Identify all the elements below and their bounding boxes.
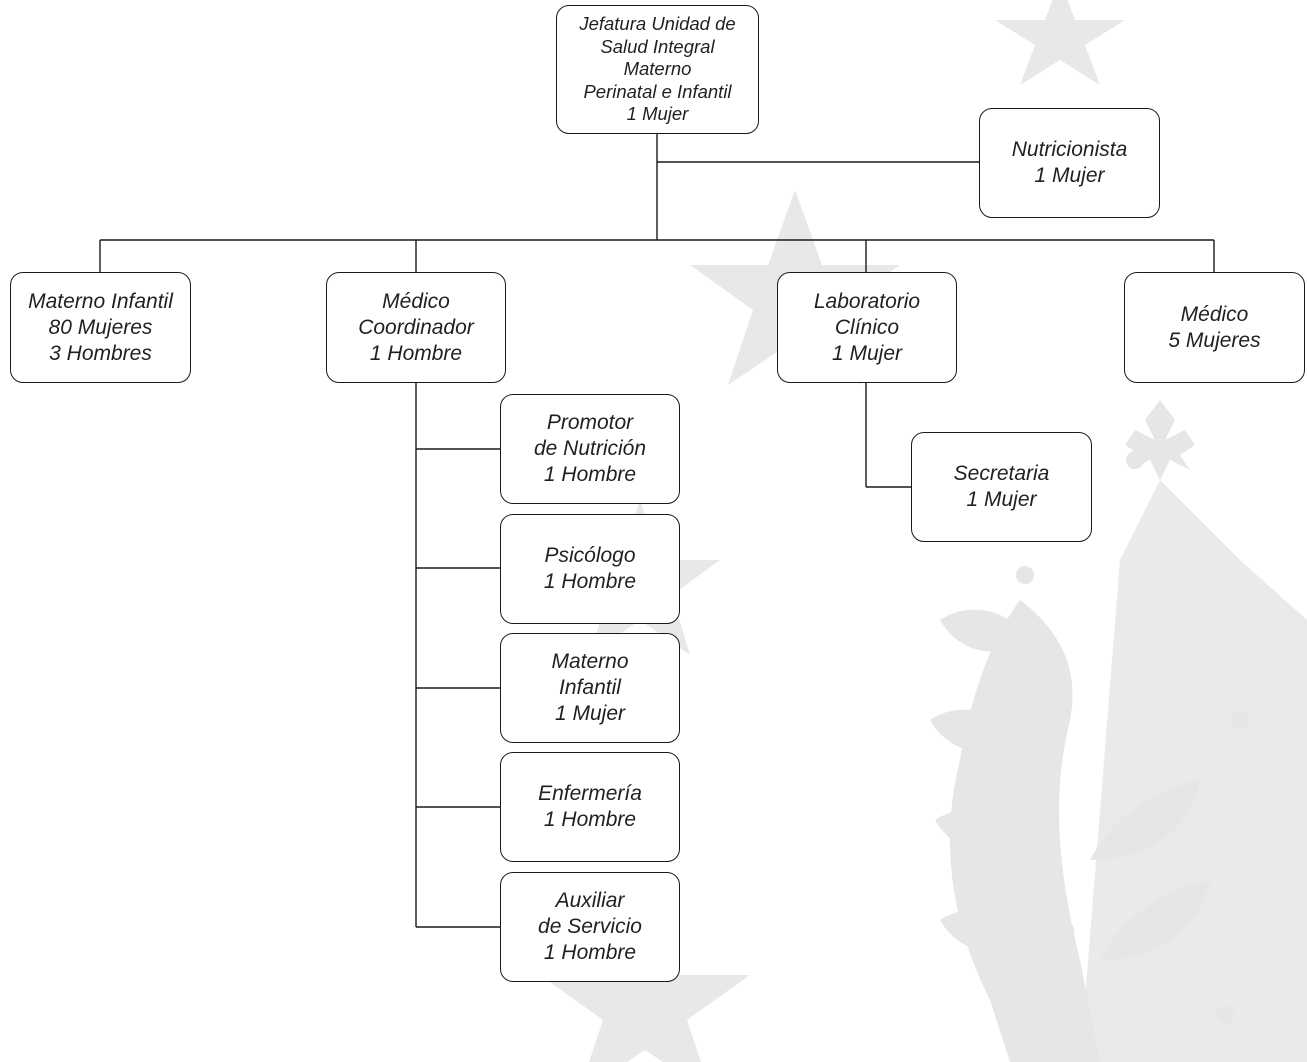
node-title: Secretaria <box>953 462 1050 485</box>
node-title: Psicólogo <box>544 544 636 567</box>
node-title: Laboratorio Clínico <box>813 289 921 339</box>
node-promotor-nutricion: Promotor de Nutrición 1 Hombre <box>500 394 680 504</box>
node-count: 1 Mujer <box>831 341 903 365</box>
node-count: 1 Hombre <box>543 941 637 964</box>
node-count: 1 Mujer <box>554 702 626 725</box>
node-title: Nutricionista <box>1011 138 1128 161</box>
node-title: Médico <box>1180 302 1249 326</box>
node-count: 1 Mujer <box>1034 164 1105 187</box>
node-title: Médico Coordinador <box>358 289 474 339</box>
node-title: Enfermería <box>538 782 642 805</box>
node-count: 1 Hombre <box>543 808 637 831</box>
node-count: 5 Mujeres <box>1168 328 1261 352</box>
node-count: 1 Mujer <box>626 103 689 125</box>
coat-of-arms-watermark-icon <box>930 400 1307 1062</box>
node-count: 1 Hombre <box>543 570 637 593</box>
node-title: Promotor de Nutrición <box>533 411 647 460</box>
node-auxiliar-servicio: Auxiliar de Servicio 1 Hombre <box>500 872 680 982</box>
watermark-star-top-icon <box>995 0 1125 85</box>
node-materno-infantil: Materno Infantil 80 Mujeres 3 Hombres <box>10 272 191 383</box>
node-title: Materno Infantil <box>551 650 629 699</box>
node-secretaria: Secretaria 1 Mujer <box>911 432 1092 542</box>
node-title: Jefatura Unidad de Salud Integral Matern… <box>579 13 736 102</box>
node-title: Materno Infantil <box>28 289 173 313</box>
node-psicologo: Psicólogo 1 Hombre <box>500 514 680 624</box>
node-count: 80 Mujeres 3 Hombres <box>48 315 153 365</box>
node-title: Auxiliar de Servicio <box>538 889 642 938</box>
node-count: 1 Mujer <box>966 488 1037 511</box>
node-medico: Médico 5 Mujeres <box>1124 272 1305 383</box>
node-materno-infantil-sub: Materno Infantil 1 Mujer <box>500 633 680 743</box>
node-laboratorio-clinico: Laboratorio Clínico 1 Mujer <box>777 272 957 383</box>
node-nutricionista: Nutricionista 1 Mujer <box>979 108 1160 218</box>
node-count: 1 Hombre <box>369 341 463 365</box>
node-medico-coordinador: Médico Coordinador 1 Hombre <box>326 272 506 383</box>
node-count: 1 Hombre <box>543 463 637 486</box>
node-enfermeria: Enfermería 1 Hombre <box>500 752 680 862</box>
node-jefatura: Jefatura Unidad de Salud Integral Matern… <box>556 5 759 134</box>
